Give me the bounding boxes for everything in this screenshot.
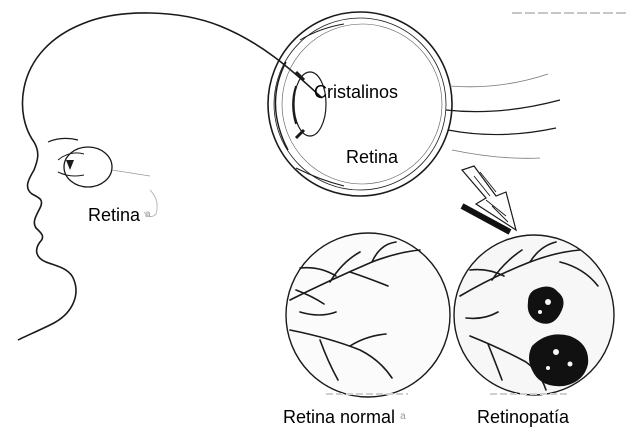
label-retinopatia: Retinopatía — [477, 407, 569, 427]
label-retina-eye: Retina — [346, 147, 398, 167]
label-cristalinos: Cristalinos — [314, 82, 398, 102]
label-retina-head: Retina a — [88, 205, 151, 225]
label-retina-normal-text: Retina normal — [283, 407, 395, 427]
label-retina-head-text: Retina — [88, 205, 140, 225]
note-mark: a — [400, 411, 406, 422]
head-profile-outline — [18, 13, 322, 340]
eye-cross-section — [268, 12, 560, 196]
note-mark: a — [145, 209, 151, 220]
pointer-arrow — [462, 166, 516, 232]
eyebrow — [48, 138, 78, 142]
fundus-normal — [286, 233, 450, 397]
fundus-retinopathy — [454, 235, 614, 395]
label-retina-normal: Retina normal a — [283, 407, 406, 427]
lesion-lower — [529, 334, 588, 386]
head-eye-iris — [66, 160, 74, 170]
optic-nerve-hint — [112, 170, 150, 176]
